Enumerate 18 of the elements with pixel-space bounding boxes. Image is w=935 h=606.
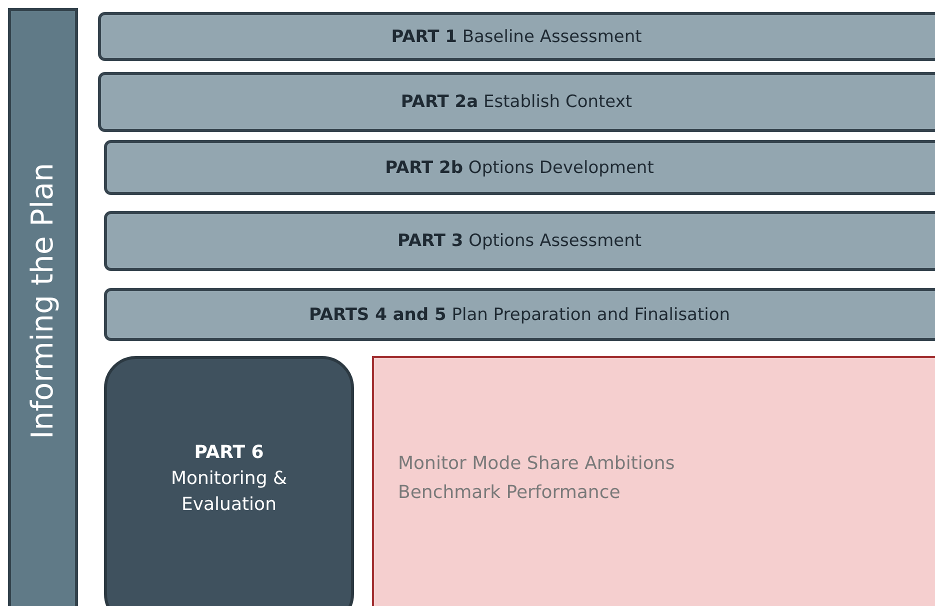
stage-bar xyxy=(104,211,935,271)
stage-title: PARTS 4 and 5 Plan Preparation and Finalisation xyxy=(308,304,730,324)
stage-bar xyxy=(98,72,935,132)
stage-title: PART 1 Baseline Assessment xyxy=(391,26,642,46)
stage-bar xyxy=(104,288,935,341)
stage-heading: PART 6 xyxy=(193,440,265,465)
note-text: Monitor Mode Share Ambitions xyxy=(398,452,675,476)
stage-title: PART 2b Options Development xyxy=(385,158,654,178)
stage-description: Monitoring & Evaluation xyxy=(170,466,288,518)
stage-title: PART 3 Options Assessment xyxy=(397,231,642,251)
stage-title: PART 2a Establish Context xyxy=(400,92,632,112)
vertical-band xyxy=(8,8,78,606)
stage-bar xyxy=(98,12,935,61)
stage-box xyxy=(104,356,354,606)
note-panel xyxy=(372,356,935,606)
note-text: Benchmark Performance xyxy=(398,481,620,505)
band-title: Informing the Plan xyxy=(26,162,60,440)
stage-bar xyxy=(104,140,935,195)
